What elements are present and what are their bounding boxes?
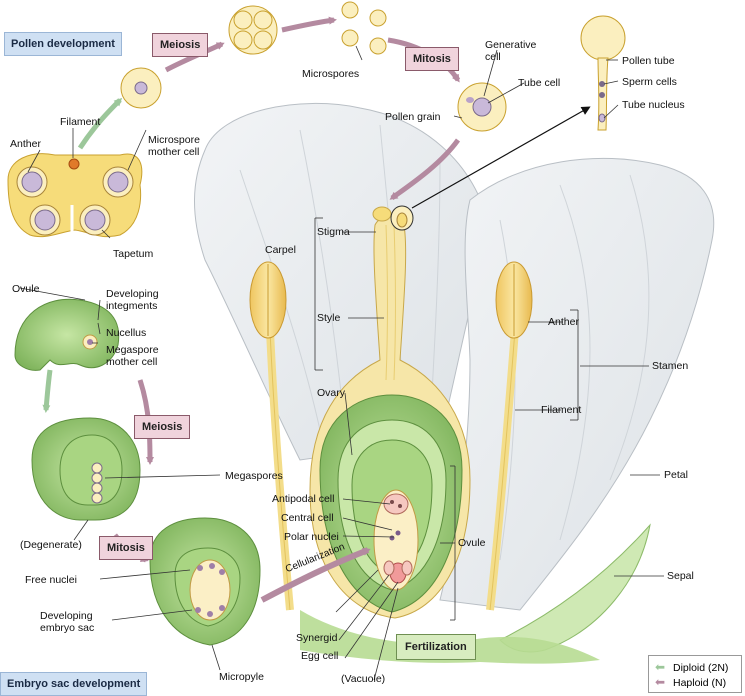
nucleus-shape <box>134 81 148 95</box>
polar-nuclei-label: Polar nuclei <box>284 531 339 543</box>
sepal-label: Sepal <box>667 570 694 582</box>
tetrad-shape <box>228 5 278 55</box>
legend-diploid: ⬅Diploid (2N) <box>655 660 729 674</box>
haploid-arrow-icon: ⬅ <box>655 675 666 689</box>
micropyle-label: Micropyle <box>219 671 264 683</box>
synergid-label: Synergid <box>296 632 338 644</box>
ovule-main-label: Ovule <box>458 537 486 549</box>
free-nuclei-label: Free nuclei <box>25 574 77 586</box>
ovary-label: Ovary <box>317 387 346 399</box>
petal-label: Petal <box>664 469 688 481</box>
pollen-tube-shape <box>580 15 626 131</box>
nucellus-label: Nucellus <box>106 327 147 339</box>
legend-haploid: ⬅Haploid (N) <box>655 675 727 689</box>
developing-integuments-label: Developing integments <box>106 288 159 312</box>
leader-lines <box>19 45 664 681</box>
stamen-left <box>249 261 294 611</box>
degenerate-label: (Degenerate) <box>20 539 82 551</box>
ovule-megaspores-shape <box>31 417 141 521</box>
megaspores-label: Megaspores <box>225 470 283 482</box>
ovule-early-shape <box>14 298 120 371</box>
tube-cell-label: Tube cell <box>518 77 561 89</box>
megaspore-mother-cell-label: Megaspore mother cell <box>106 344 159 368</box>
tapetum-label: Tapetum <box>113 248 154 260</box>
meiosis-step-top: Meiosis <box>152 33 209 57</box>
stigma-label: Stigma <box>317 226 350 238</box>
filament-main-label: Filament <box>541 404 582 416</box>
stamen-label: Stamen <box>652 360 689 372</box>
stamen-right <box>486 261 533 611</box>
ovule-small-label: Ovule <box>12 283 40 295</box>
fertilization-step: Fertilization <box>396 634 476 660</box>
pollen-development-title: Pollen development <box>4 32 122 56</box>
style-label: Style <box>317 312 341 324</box>
vacuole-label: (Vacuole) <box>341 673 386 685</box>
antipodal-cell-label: Antipodal cell <box>272 493 335 505</box>
anther-main-label: Anther <box>548 316 579 328</box>
carpel-label: Carpel <box>265 244 296 256</box>
developing-embryo-sac-label: Developing embryo sac <box>40 610 95 634</box>
microspores-shape <box>341 1 387 55</box>
meiosis-step-left: Meiosis <box>134 415 191 439</box>
mitosis-step-left: Mitosis <box>99 536 153 560</box>
pollen-grain-shape <box>457 82 507 132</box>
anther-small-label: Anther <box>10 138 41 150</box>
tube-nucleus-label: Tube nucleus <box>622 99 685 111</box>
filament-small-label: Filament <box>60 116 101 128</box>
pollen-tube-label: Pollen tube <box>622 55 675 67</box>
mitosis-step-top: Mitosis <box>405 47 459 71</box>
embryo-sac-development-title: Embryo sac development <box>0 672 148 696</box>
generative-cell-label: Generative cell <box>485 39 537 63</box>
sperm-cells-label: Sperm cells <box>622 76 677 88</box>
microspores-label: Microspores <box>302 68 360 80</box>
developing-embryo-sac-shape <box>149 517 261 646</box>
pollen-grain-label: Pollen grain <box>385 111 441 123</box>
receptacle <box>300 610 600 664</box>
microspore-mother-cell-label: Microspore mother cell <box>148 134 200 158</box>
legend: ⬅Diploid (2N) ⬅Haploid (N) <box>648 655 742 693</box>
central-cell-label: Central cell <box>281 512 334 524</box>
diploid-arrow-icon: ⬅ <box>655 660 666 674</box>
anther-cross-section <box>7 153 143 240</box>
egg-cell-label: Egg cell <box>301 650 339 662</box>
